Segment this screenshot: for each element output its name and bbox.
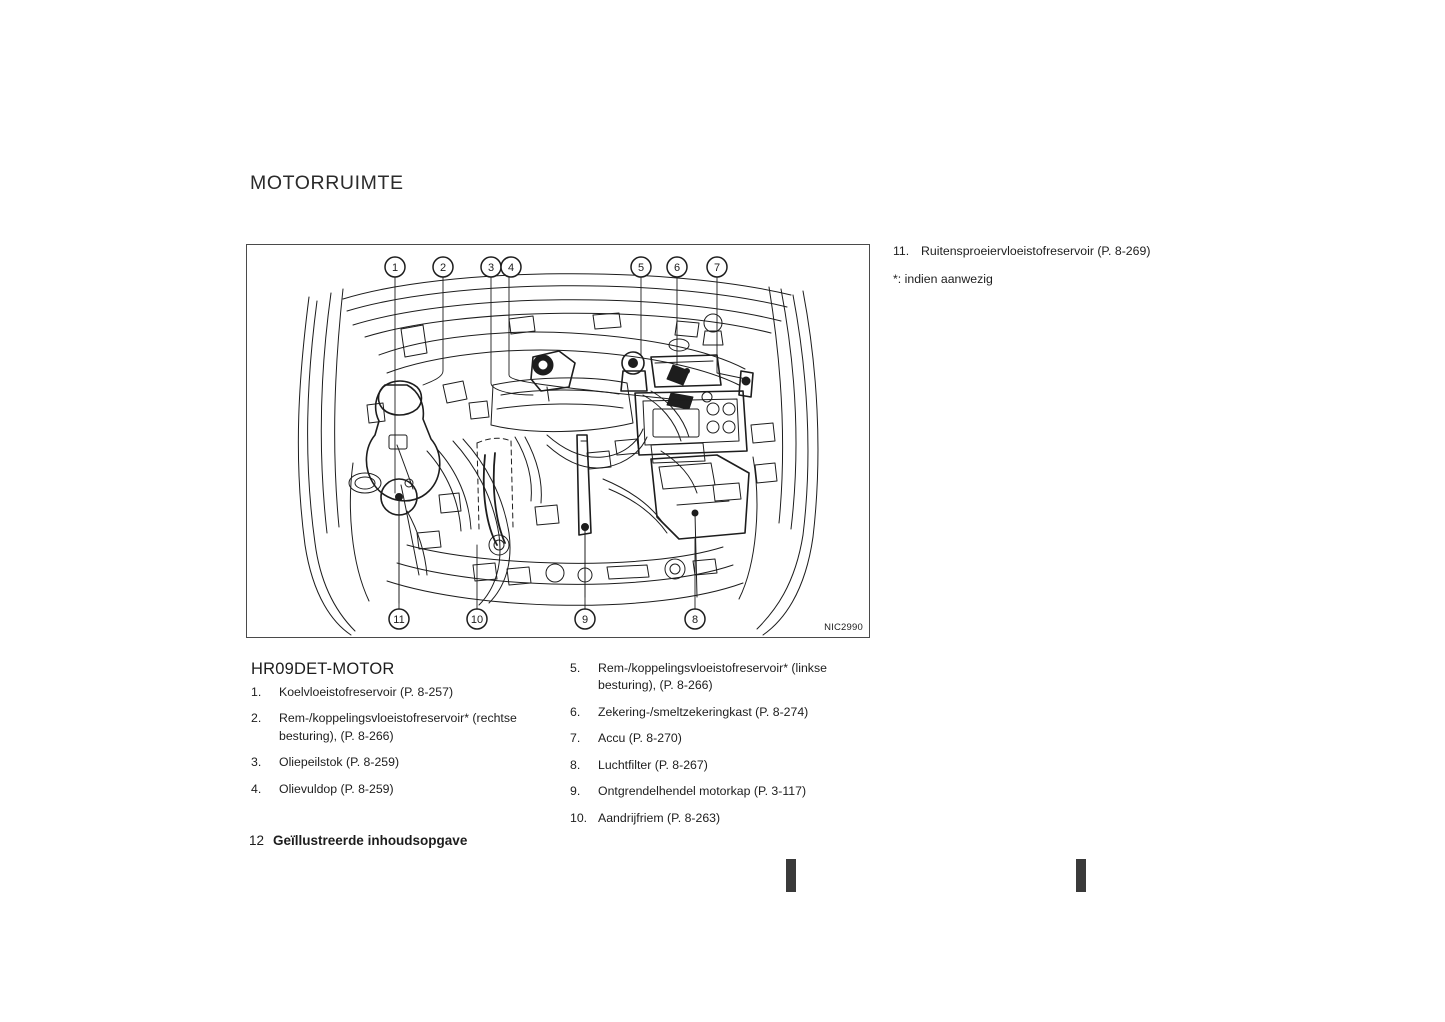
list-item: 4. Olievuldop (P. 8-259): [251, 781, 551, 798]
legend-label: Rem-/koppelingsvloeistofreservoir* (rech…: [279, 711, 517, 743]
continued-legend-list: 11. Ruitensproeiervloeistofreservoir (P.…: [893, 243, 1293, 289]
footnote: *: indien aanwezig: [893, 271, 993, 286]
legend-label: Luchtfilter (P. 8-267): [598, 757, 708, 772]
legend-number: 8.: [570, 757, 581, 772]
legend-number: 5.: [570, 661, 581, 675]
legend-number: 11.: [893, 244, 910, 258]
legend-label: Ontgrendelhendel motorkap (P. 3-117): [598, 784, 807, 799]
page-title: MOTORRUIMTE: [250, 172, 404, 194]
list-item: 2. Rem-/koppelingsvloeistofreservoir* (r…: [251, 710, 551, 745]
crop-mark-left: [786, 859, 796, 892]
list-item: 3. Oliepeilstok (P. 8-259): [251, 754, 551, 771]
list-item: 1. Koelvloeistofreservoir (P. 8-257): [251, 684, 551, 701]
list-item: 10. Aandrijfriem (P. 8-263): [570, 810, 870, 827]
legend-number: 3.: [251, 755, 262, 770]
legend-label: Zekering-/smeltzekeringkast (P. 8-274): [598, 704, 809, 719]
legend-label: Accu (P. 8-270): [598, 731, 682, 746]
list-item: 6. Zekering-/smeltzekeringkast (P. 8-274…: [570, 704, 870, 721]
legend-number: 10.: [570, 810, 588, 825]
legend-label: Aandrijfriem (P. 8-263): [598, 810, 721, 825]
list-item: 11. Ruitensproeiervloeistofreservoir (P.…: [893, 243, 1293, 261]
page-footer: 12 Geïllustreerde inhoudsopgave: [249, 833, 467, 848]
legend-number: 7.: [570, 731, 581, 746]
figure-reference-code: NIC2990: [824, 622, 863, 633]
engine-compartment-figure: 1 2 3 4 5: [246, 244, 870, 638]
engine-type-heading: HR09DET-MOTOR: [251, 660, 395, 678]
list-item: 8. Luchtfilter (P. 8-267): [570, 757, 870, 774]
legend-label: Olievuldop (P. 8-259): [279, 781, 394, 796]
legend-number: 4.: [251, 781, 262, 796]
page-number: 12: [249, 833, 265, 848]
legend-number: 9.: [570, 784, 581, 799]
legend-column-right: 5. Rem-/koppelingsvloeistofreservoir* (l…: [570, 660, 870, 836]
legend-column-left: 1. Koelvloeistofreservoir (P. 8-257) 2. …: [251, 684, 551, 807]
list-item: 7. Accu (P. 8-270): [570, 730, 870, 747]
list-item: 5. Rem-/koppelingsvloeistofreservoir* (l…: [570, 660, 870, 695]
legend-number: 1.: [251, 685, 262, 699]
legend-label: Oliepeilstok (P. 8-259): [279, 755, 400, 770]
footer-chapter-title: Geïllustreerde inhoudsopgave: [273, 833, 468, 848]
legend-label: Ruitensproeiervloeistofreservoir (P. 8-2…: [921, 244, 1151, 258]
legend-number: 2.: [251, 711, 262, 726]
list-item: 9. Ontgrendelhendel motorkap (P. 3-117): [570, 783, 870, 800]
legend-number: 6.: [570, 704, 581, 719]
engine-bay-line-drawing: [297, 272, 819, 636]
legend-label: Koelvloeistofreservoir (P. 8-257): [279, 685, 454, 699]
legend-label: Rem-/koppelingsvloeistofreservoir* (link…: [598, 661, 827, 693]
crop-mark-right: [1076, 859, 1086, 892]
